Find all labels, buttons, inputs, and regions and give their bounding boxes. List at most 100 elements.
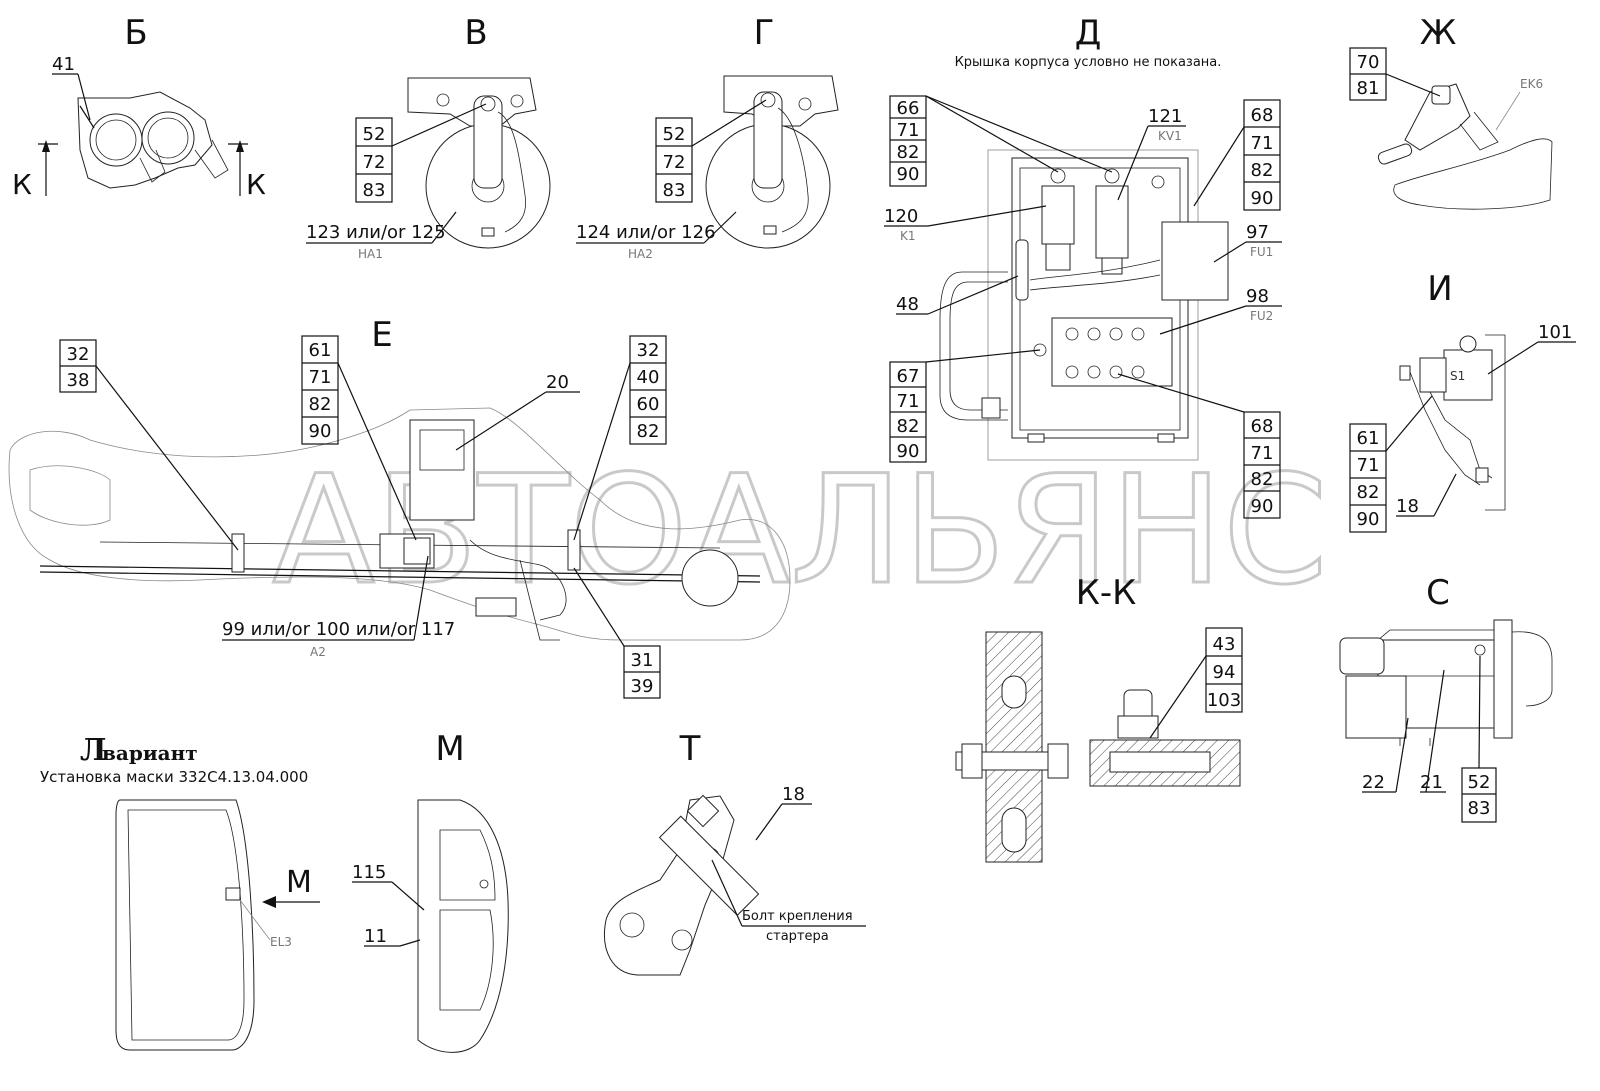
view-s-callout-52: 52 bbox=[1468, 772, 1491, 793]
view-e-callout-61: 61 bbox=[309, 340, 332, 361]
view-i-callout-stack: 61 71 82 90 bbox=[1349, 395, 1433, 533]
view-d-fuse-fu1 bbox=[1161, 221, 1229, 301]
view-kk-callout-103: 103 bbox=[1207, 690, 1241, 711]
view-m-mask bbox=[417, 799, 509, 1053]
view-d-label: Д bbox=[1075, 13, 1102, 53]
view-g-label: Г bbox=[754, 13, 775, 53]
view-t-cable bbox=[658, 815, 760, 916]
m-view-arrow-label: М bbox=[286, 865, 312, 900]
view-d-callout-90b: 90 bbox=[897, 441, 920, 462]
view-d-callout-90c: 90 bbox=[1251, 188, 1274, 209]
view-d: Д Крышка корпуса условно не показана. bbox=[884, 13, 1282, 519]
view-t-callout-18: 18 bbox=[782, 784, 805, 805]
view-d-callout-97: 97 bbox=[1246, 222, 1269, 243]
view-v-callout-83: 83 bbox=[363, 180, 386, 201]
view-d-callout-71a: 71 bbox=[897, 120, 920, 141]
section-k-right-label: К bbox=[246, 168, 266, 201]
view-g-callout-main: 124 или/or 126 bbox=[576, 222, 716, 243]
view-d-callout-stack-67: 67 71 82 90 bbox=[889, 349, 1041, 463]
view-m: М 115 11 bbox=[352, 729, 509, 1053]
view-g-callout-stack: 52 72 83 bbox=[655, 99, 767, 203]
view-d-callout-82a: 82 bbox=[897, 142, 920, 163]
view-m-callout-115: 115 bbox=[352, 862, 386, 883]
view-d-callout-121: 121 bbox=[1148, 106, 1182, 127]
view-s-label: С bbox=[1426, 573, 1450, 613]
view-l-mask bbox=[115, 799, 255, 1051]
view-e-callout-60: 60 bbox=[637, 394, 660, 415]
view-e-callout-main: 99 или/or 100 или/or 117 bbox=[222, 619, 455, 640]
view-d-callout-90d: 90 bbox=[1251, 496, 1274, 517]
view-d-callout-66: 66 bbox=[897, 98, 920, 119]
view-d-callout-90a: 90 bbox=[897, 164, 920, 185]
view-d-code-fu1: FU1 bbox=[1250, 245, 1273, 259]
view-e: Е 32 38 61 71 82 90 bbox=[8, 315, 791, 699]
view-d-callout-82b: 82 bbox=[897, 416, 920, 437]
view-d-callout-68b: 68 bbox=[1251, 416, 1274, 437]
view-e-callout-32a: 32 bbox=[67, 344, 90, 365]
view-v-callout-52: 52 bbox=[363, 124, 386, 145]
view-s-callout-83: 83 bbox=[1468, 798, 1491, 819]
view-d-callout-71c: 71 bbox=[1251, 133, 1274, 154]
view-zh-label: Ж bbox=[1420, 13, 1457, 53]
view-e-callout-stack-31-39: 31 39 bbox=[573, 567, 661, 699]
view-v-code: HA1 bbox=[358, 247, 383, 261]
view-e-callout-38: 38 bbox=[67, 370, 90, 391]
view-m-label: М bbox=[435, 729, 464, 769]
view-d-callout-98: 98 bbox=[1246, 286, 1269, 307]
view-s-callout-stack: 52 83 bbox=[1461, 655, 1497, 823]
view-e-callout-82b: 82 bbox=[637, 421, 660, 442]
view-e-callout-stack-32-40: 32 40 60 82 bbox=[573, 335, 667, 541]
view-i-callout-90: 90 bbox=[1357, 509, 1380, 530]
view-b: Б 41 К К bbox=[12, 13, 266, 201]
variant-letter: Л bbox=[80, 733, 107, 768]
view-kk-callout-94: 94 bbox=[1213, 662, 1236, 683]
view-e-callout-31: 31 bbox=[631, 650, 654, 671]
view-v-callout-72: 72 bbox=[363, 152, 386, 173]
view-b-cylinder-left bbox=[89, 113, 143, 167]
view-v: В 52 72 83 123 или/or 125 HA1 bbox=[306, 13, 551, 261]
view-v-callout-stack: 52 72 83 bbox=[355, 103, 487, 203]
view-d-callout-stack-68-top: 68 71 82 90 bbox=[1193, 99, 1281, 211]
view-g-callout-52: 52 bbox=[663, 124, 686, 145]
view-d-callout-stack-66: 66 71 82 90 bbox=[889, 95, 1113, 187]
view-e-callout-stack-32-38: 32 38 bbox=[59, 339, 239, 551]
view-d-relay-kv1 bbox=[1095, 185, 1129, 259]
view-zh-callout-81: 81 bbox=[1357, 78, 1380, 99]
view-kk-callout-stack: 43 94 103 bbox=[1149, 627, 1243, 739]
view-e-callout-82: 82 bbox=[309, 394, 332, 415]
cover-note: Крышка корпуса условно не показана. bbox=[955, 55, 1222, 70]
view-s-block-22 bbox=[1345, 675, 1407, 739]
view-e-frame-outline bbox=[8, 407, 791, 641]
view-b-cylinder-right bbox=[141, 111, 195, 165]
view-i-code: S1 bbox=[1450, 369, 1465, 383]
view-d-callout-48: 48 bbox=[896, 294, 919, 315]
view-kk: К-К 43 94 103 bbox=[955, 573, 1243, 863]
view-zh-callout-70: 70 bbox=[1357, 52, 1380, 73]
view-t-label: Т bbox=[679, 729, 701, 769]
view-i-label: И bbox=[1427, 269, 1452, 309]
view-d-callout-120: 120 bbox=[884, 206, 918, 227]
bolt-label-line1: Болт крепления bbox=[742, 909, 853, 924]
view-v-bracket bbox=[407, 77, 537, 127]
view-g-callout-72: 72 bbox=[663, 152, 686, 173]
view-s: С 22 21 52 83 bbox=[1339, 573, 1553, 823]
view-i-callout-101: 101 bbox=[1538, 322, 1572, 343]
view-v-callout-main: 123 или/or 125 bbox=[306, 222, 446, 243]
view-d-callout-82c: 82 bbox=[1251, 160, 1274, 181]
view-e-callout-39: 39 bbox=[631, 676, 654, 697]
variant-word: вариант bbox=[102, 741, 198, 765]
view-e-callout-32b: 32 bbox=[637, 340, 660, 361]
view-s-callout-22: 22 bbox=[1362, 772, 1385, 793]
view-b-callout-41: 41 bbox=[52, 54, 75, 75]
view-d-callout-68a: 68 bbox=[1251, 105, 1274, 126]
view-d-code-fu2: FU2 bbox=[1250, 309, 1273, 323]
view-i-callout-18: 18 bbox=[1396, 496, 1419, 517]
view-e-callout-90: 90 bbox=[309, 421, 332, 442]
view-t: Т 18 Болт крепления стартера bbox=[604, 729, 866, 976]
view-i-callout-61: 61 bbox=[1357, 428, 1380, 449]
view-e-callout-20: 20 bbox=[546, 372, 569, 393]
view-g-code: HA2 bbox=[628, 247, 653, 261]
view-s-callout-21: 21 bbox=[1420, 772, 1443, 793]
view-e-label: Е bbox=[371, 315, 392, 355]
